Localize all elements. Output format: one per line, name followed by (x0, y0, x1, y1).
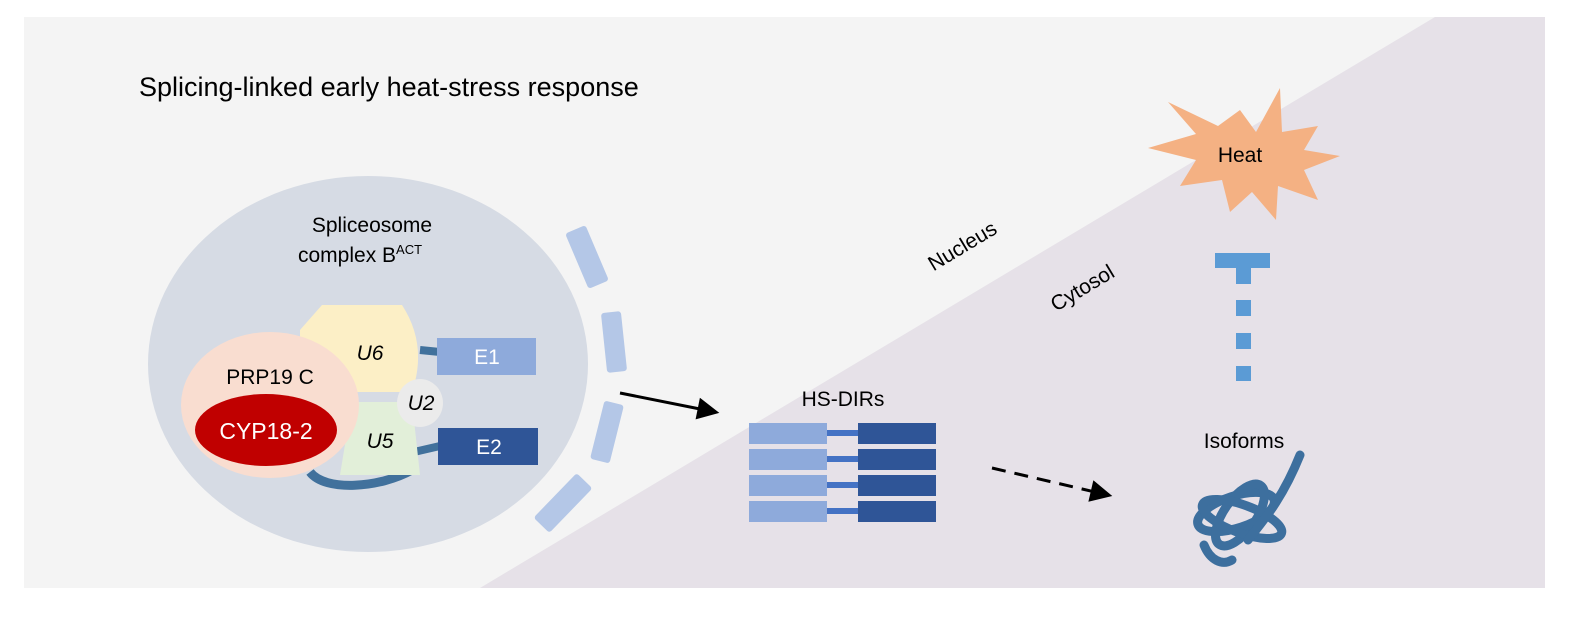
inhibition-dash-2 (1236, 333, 1251, 349)
isoform-loop-2 (1211, 479, 1269, 551)
nuclear-pore-segment-4 (534, 474, 592, 532)
prp19c-label: PRP19 C (226, 366, 314, 389)
hs-dir-exon2-3 (858, 475, 936, 496)
heat-label: Heat (1218, 144, 1263, 167)
hs-dir-intron-1 (827, 430, 858, 436)
inhibition-symbol (1215, 253, 1270, 381)
u5-label: U5 (367, 430, 394, 453)
nuclear-pore-segment-3 (590, 401, 624, 463)
inhibition-stem (1236, 268, 1251, 284)
cyp18-2-protein (195, 394, 337, 466)
figure-title: Splicing-linked early heat-stress respon… (139, 72, 639, 102)
inhibition-dash-1 (1236, 300, 1251, 316)
isoform-tail (1243, 450, 1305, 545)
isoform-end (1199, 540, 1237, 567)
hs-dir-transcript-2 (749, 449, 936, 470)
intron-link-e1 (419, 346, 441, 356)
spliceosome-label-line1: Spliceosome (312, 214, 432, 237)
intron-link-e2 (413, 442, 441, 456)
hs-dir-exon2-2 (858, 449, 936, 470)
hs-dir-exon2-1 (858, 423, 936, 444)
exon-e2 (438, 428, 538, 465)
inhibition-dash-3 (1236, 366, 1251, 381)
exon-e1-label: E1 (474, 346, 500, 369)
u6-label: U6 (357, 342, 384, 365)
u5-snrnp (340, 402, 420, 475)
hs-dir-exon1-1 (749, 423, 827, 444)
hs-dir-exon1-3 (749, 475, 827, 496)
inhibition-bar (1215, 253, 1270, 268)
isoform-protein-icon (1193, 450, 1305, 567)
exon-e2-label: E2 (476, 436, 502, 459)
hs-dir-transcript-4 (749, 501, 936, 522)
export-arrow (619, 391, 720, 420)
hs-dir-exon1-4 (749, 501, 827, 522)
nuclear-envelope (534, 226, 627, 532)
exon-e1 (437, 338, 536, 375)
hs-dir-intron-4 (827, 508, 858, 514)
isoforms-label: Isoforms (1204, 430, 1285, 453)
spliceosome-label-line2: complex BACT (298, 242, 422, 267)
hs-dir-transcript-3 (749, 475, 936, 496)
spliceosome-label-superscript: ACT (396, 242, 422, 257)
translation-arrow (991, 466, 1113, 502)
hs-dir-transcript-1 (749, 423, 936, 444)
u2-label: U2 (408, 392, 435, 415)
nuclear-pore-segment-1 (566, 226, 608, 288)
hs-dir-exon1-2 (749, 449, 827, 470)
hs-dir-exon2-4 (858, 501, 936, 522)
isoform-loop-3 (1197, 495, 1287, 543)
hs-dirs-label: HS-DIRs (802, 388, 885, 411)
hs-dir-intron-2 (827, 456, 858, 462)
nuclear-pore-segment-2 (601, 311, 627, 373)
hs-dir-intron-3 (827, 482, 858, 488)
intron-rna-strand (306, 466, 415, 490)
u2-snrnp (397, 379, 443, 427)
heat-burst-icon (1148, 88, 1340, 220)
hs-dirs-transcripts (749, 423, 936, 522)
spliceosome-label-complex: complex B (298, 244, 396, 267)
cyp18-2-label: CYP18-2 (219, 418, 312, 444)
